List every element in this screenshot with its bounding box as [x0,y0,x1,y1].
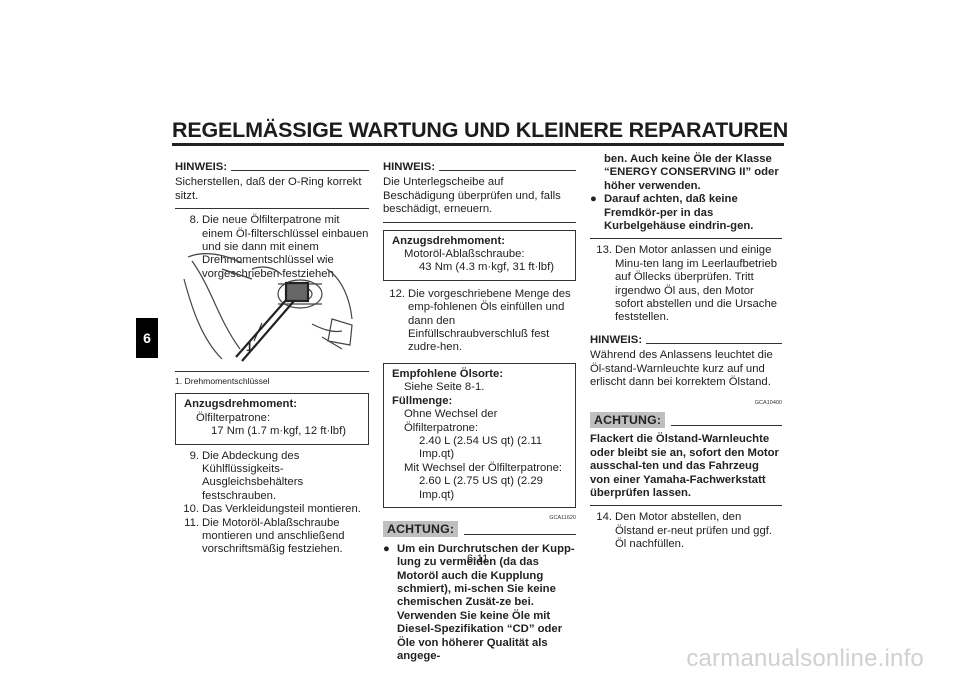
box-title: Füllmenge: [392,394,453,407]
title-rule [172,143,784,146]
box-value: 43 Nm (4.3 m·kgf, 31 ft·lbf) [419,261,554,274]
hinweis-heading: HINWEIS: [590,334,782,347]
step-text: Den Motor abstellen, den Ölstand er-neut… [615,511,773,551]
hinweis-label: HINWEIS: [590,333,643,346]
bullet-continuation: ben. Auch keine Öle der Klasse “ENERGY C… [604,153,779,192]
box-line: Ohne Wechsel der Ölfilterpatrone: [404,408,498,434]
figure-rule [175,371,369,372]
figure-caption: 1. Drehmomentschlüssel [175,376,270,386]
box-line: Mit Wechsel der Ölfilterpatrone: [404,461,563,474]
bullet-dot-icon: ● [590,193,597,206]
step-number: 13. [596,244,612,257]
torque-wrench-illustration: 1 [183,253,353,362]
right-column: ben. Auch keine Öle der Klasse “ENERGY C… [590,153,782,552]
box-item: Ölfilterpatrone: [196,411,271,424]
figure-callout: 1 [246,340,253,354]
step-11: 11. Die Motoröl-Ablaßschraube montieren … [177,517,369,557]
achtung-label: ACHTUNG: [383,520,459,538]
achtung-bullet: ● Um ein Durchrutschen der Kupp-lung zu … [383,543,576,664]
step-text: Das Verkleidungsteil montieren. [202,503,361,516]
hinweis-label: HINWEIS: [175,161,228,173]
hinweis-rule [175,208,369,210]
achtung-text: Flackert die Ölstand-Warnleuchte oder bl… [590,433,779,499]
hinweis-text: Sicherstellen, daß der O-Ring korrekt si… [175,176,362,202]
box-value: 17 Nm (1.7 m·kgf, 12 ft·lbf) [211,425,346,438]
left-column-lower: 1. Drehmomentschlüssel Anzugsdrehmoment:… [175,371,369,557]
page-title: REGELMÄSSIGE WARTUNG UND KLEINERE REPARA… [172,118,789,142]
hinweis-label: HINWEIS: [383,161,436,173]
achtung-label: ACHTUNG: [590,411,666,429]
box-line: 2.40 L (2.54 US qt) (2.11 Imp.qt) [419,434,543,461]
bullet-text: Darauf achten, daß keine Fremdkör-per in… [604,193,754,233]
middle-column: HINWEIS: Die Unterlegscheibe auf Beschäd… [383,161,576,663]
step-number: 10. [183,503,199,516]
step-number: 11. [184,516,199,529]
step-13: 13. Den Motor anlassen und einige Minu-t… [590,244,782,324]
hinweis-text: Die Unterlegscheibe auf Beschädigung übe… [383,176,561,216]
achtung-rule [590,505,782,507]
achtung-code: GCA10400 [754,399,782,406]
torque-box: Anzugsdrehmoment: Motoröl-Ablaßschraube:… [383,229,576,281]
step-10: 10. Das Verkleidungsteil montieren. [177,503,369,516]
page-number: 6-11 [467,553,489,565]
hinweis-heading: HINWEIS: [175,161,369,174]
watermark: carmanualsonline.info [686,645,924,672]
step-number: 8. [189,214,199,227]
left-column: HINWEIS: Sicherstellen, daß der O-Ring k… [175,161,369,281]
bullet-text: Um ein Durchrutschen der Kupp-lung zu ve… [397,542,575,662]
step-number: 9. [189,449,199,462]
box-title: Empfohlene Ölsorte: [392,367,504,380]
hinweis-rule [383,221,576,223]
oil-box: Empfohlene Ölsorte: Siehe Seite 8-1. Fül… [383,362,576,508]
hinweis-heading: HINWEIS: [383,161,576,174]
step-text: Die neue Ölfilterpatrone mit einem Öl-fi… [202,214,369,280]
box-title: Anzugsdrehmoment: [184,398,297,411]
step-8: 8. Die neue Ölfilterpatrone mit einem Öl… [177,214,369,281]
step-text: Die Motoröl-Ablaßschraube montieren und … [202,516,345,556]
achtung-heading: ACHTUNG: [383,520,576,538]
step-text: Die Abdeckung des Kühlflüssigkeits-Ausgl… [202,449,304,502]
step-9: 9. Die Abdeckung des Kühlflüssigkeits-Au… [177,450,369,504]
torque-box: Anzugsdrehmoment: Ölfilterpatrone: 17 Nm… [175,393,369,445]
step-12: 12. Die vorgeschriebene Menge des emp-fo… [383,288,576,355]
step-text: Den Motor anlassen und einige Minu-ten l… [615,244,778,324]
box-line: 2.60 L (2.75 US qt) (2.29 Imp.qt) [419,475,543,501]
achtung-bullet: ● Darauf achten, daß keine Fremdkör-per … [590,193,782,233]
step-14: 14. Den Motor abstellen, den Ölstand er-… [590,511,782,551]
achtung-rule [590,238,782,240]
achtung-heading: ACHTUNG: [590,411,782,429]
step-number: 12. [389,287,405,300]
box-item: Motoröl-Ablaßschraube: [404,248,525,261]
achtung-code: GCA11620 [549,515,576,522]
bullet-dot-icon: ● [383,542,390,555]
box-line: Siehe Seite 8-1. [404,381,485,394]
hinweis-text: Während des Anlassens leuchtet die Öl-st… [590,349,773,389]
step-number: 14. [596,511,612,524]
chapter-tab: 6 [136,318,158,358]
step-text: Die vorgeschriebene Menge des emp-fohlen… [408,287,571,354]
box-title: Anzugsdrehmoment: [392,234,505,247]
